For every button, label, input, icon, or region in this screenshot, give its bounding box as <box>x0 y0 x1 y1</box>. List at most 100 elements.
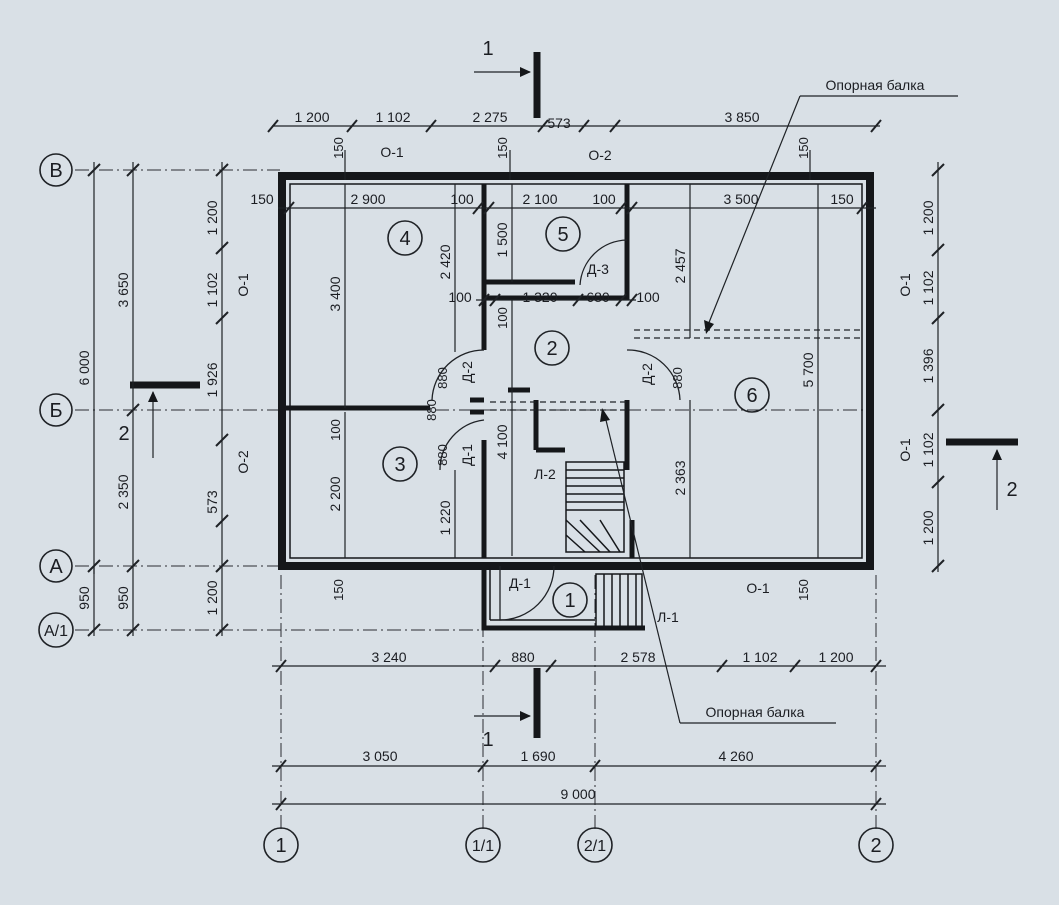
svg-text:880: 880 <box>435 444 450 466</box>
svg-text:880: 880 <box>424 399 439 421</box>
dim-chain-inner-mid: 100 1 320 680 100 <box>448 289 660 307</box>
door-d2-right-swing <box>626 349 681 401</box>
door-tag-d2-left: Д-2 <box>459 361 475 383</box>
door-tag-d1-porch: Д-1 <box>509 575 531 591</box>
svg-text:2 363: 2 363 <box>672 460 688 495</box>
window-tag-o1-bottom: О-1 <box>746 580 770 596</box>
window-tag-o1-top: О-1 <box>380 144 404 160</box>
beam-callout-bottom: Опорная балка <box>600 408 836 724</box>
svg-text:1 200: 1 200 <box>204 580 220 615</box>
svg-text:6: 6 <box>746 385 757 407</box>
dim-left-chain-3: 1 200 1 102 1 926 573 1 200 <box>204 162 229 637</box>
svg-text:1: 1 <box>482 729 493 751</box>
room-6-label: 6 <box>734 377 770 413</box>
axis-bubble-v: В <box>39 153 73 187</box>
svg-text:950: 950 <box>115 586 131 610</box>
svg-text:3 240: 3 240 <box>371 649 406 665</box>
svg-text:9 000: 9 000 <box>560 786 595 802</box>
dim-left-chain-2: 3 650 2 350 950 <box>115 162 140 637</box>
svg-text:150: 150 <box>830 191 854 207</box>
svg-text:В: В <box>49 160 62 182</box>
svg-text:А/1: А/1 <box>44 623 68 640</box>
svg-text:150: 150 <box>250 191 274 207</box>
section-mark-2-right: 2 <box>946 438 1018 510</box>
door-d1-left-swing <box>439 419 485 471</box>
axis-bubble-1-1: 1/1 <box>465 827 501 863</box>
dim-chain-inner-top: 150 2 900 100 2 100 100 3 500 150 <box>250 191 876 215</box>
svg-text:100: 100 <box>495 307 510 329</box>
svg-text:Опорная балка: Опорная балка <box>706 704 805 720</box>
window-tag-o2-top: О-2 <box>588 147 612 163</box>
axis-bubble-b: Б <box>39 393 73 427</box>
axis-bubble-2-1: 2/1 <box>577 827 613 863</box>
svg-text:1 102: 1 102 <box>375 109 410 125</box>
stair-tag-l2: Л-2 <box>534 466 556 482</box>
dim-chain-bottom-2: 3 050 1 690 4 260 <box>272 748 886 773</box>
section-mark-2-left: 2 <box>118 381 200 458</box>
section-mark-1-bottom: 1 <box>474 668 541 751</box>
svg-text:6 000: 6 000 <box>76 350 92 385</box>
door-d1-swing <box>499 565 555 621</box>
svg-text:Опорная балка: Опорная балка <box>826 77 925 93</box>
axis-bubble-2: 2 <box>858 827 894 863</box>
svg-text:А: А <box>49 556 63 578</box>
svg-text:1 200: 1 200 <box>294 109 329 125</box>
svg-text:100: 100 <box>450 191 474 207</box>
svg-text:2: 2 <box>118 423 129 445</box>
svg-text:573: 573 <box>204 490 220 514</box>
svg-text:3 500: 3 500 <box>723 191 758 207</box>
svg-text:2 457: 2 457 <box>672 248 688 283</box>
svg-text:880: 880 <box>511 649 535 665</box>
svg-text:2 578: 2 578 <box>620 649 655 665</box>
svg-text:2 200: 2 200 <box>327 476 343 511</box>
dim-left-total: 6 000 950 <box>76 162 101 637</box>
interior-walls <box>286 184 635 558</box>
axis-bubble-1: 1 <box>263 827 299 863</box>
dim-vertical-interior: 3 400 2 420 1 500 2 457 5 700 880 880 4 … <box>327 184 819 558</box>
svg-text:3 400: 3 400 <box>327 276 343 311</box>
dim-right-chain: 1 200 1 102 1 396 1 102 1 200 <box>920 162 945 573</box>
svg-text:2 420: 2 420 <box>437 244 453 279</box>
axis-bubble-a1: А/1 <box>38 612 74 648</box>
svg-text:150: 150 <box>796 137 811 159</box>
svg-text:1 102: 1 102 <box>920 270 936 305</box>
door-d3-swing <box>579 239 628 286</box>
dim-wall-150-marks: 150 150 150 150 150 <box>331 137 811 601</box>
svg-text:1 102: 1 102 <box>920 432 936 467</box>
svg-text:4: 4 <box>399 228 410 250</box>
door-d2-left-swing <box>431 349 485 401</box>
svg-text:150: 150 <box>331 137 346 159</box>
svg-text:1 396: 1 396 <box>920 348 936 383</box>
svg-text:1 500: 1 500 <box>494 222 510 257</box>
svg-text:3 850: 3 850 <box>724 109 759 125</box>
dim-total-bottom: 9 000 <box>272 786 886 811</box>
svg-text:1: 1 <box>275 835 286 857</box>
svg-text:2: 2 <box>1006 479 1017 501</box>
room-4-label: 4 <box>387 220 423 256</box>
svg-text:3 050: 3 050 <box>362 748 397 764</box>
svg-text:1: 1 <box>482 38 493 60</box>
svg-text:2 275: 2 275 <box>472 109 507 125</box>
door-tag-d2-right: Д-2 <box>639 363 655 385</box>
window-openings <box>355 175 815 567</box>
svg-text:4 100: 4 100 <box>494 424 510 459</box>
svg-text:2 100: 2 100 <box>522 191 557 207</box>
svg-text:1 200: 1 200 <box>204 200 220 235</box>
svg-text:573: 573 <box>547 115 571 131</box>
door-tag-d3: Д-3 <box>587 261 609 277</box>
svg-text:1 220: 1 220 <box>437 500 453 535</box>
svg-text:2: 2 <box>870 835 881 857</box>
svg-text:2 350: 2 350 <box>115 474 131 509</box>
svg-text:2 900: 2 900 <box>350 191 385 207</box>
svg-text:Б: Б <box>49 400 62 422</box>
svg-text:100: 100 <box>328 419 343 441</box>
window-tag-o1-right-upper: О-1 <box>897 273 913 297</box>
svg-text:3: 3 <box>394 454 405 476</box>
svg-text:150: 150 <box>331 579 346 601</box>
svg-text:3 650: 3 650 <box>115 272 131 307</box>
svg-text:1 690: 1 690 <box>520 748 555 764</box>
dim-chain-bottom-1: 3 240 880 2 578 1 102 1 200 <box>272 649 886 673</box>
svg-text:5 700: 5 700 <box>800 352 816 387</box>
svg-text:1 926: 1 926 <box>204 362 220 397</box>
svg-text:1 102: 1 102 <box>742 649 777 665</box>
